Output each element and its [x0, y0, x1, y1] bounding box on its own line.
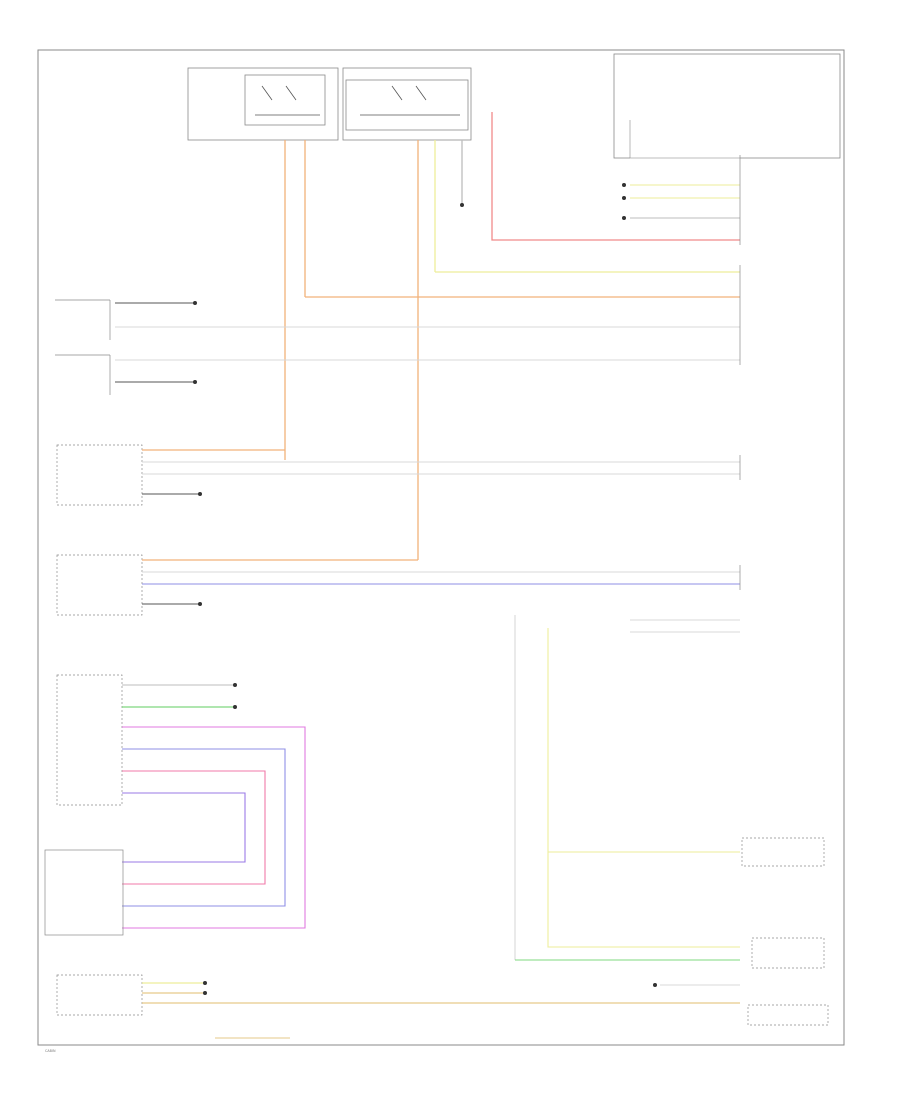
- diagram-caption: CABIN: [45, 1049, 56, 1053]
- park-lamp-wires: [115, 302, 740, 383]
- splice-dots: [193, 183, 657, 995]
- diagram-frame: [37, 49, 845, 1046]
- left-park-lamp: [55, 299, 111, 395]
- feed-wires: [284, 112, 740, 560]
- cluster-connector: [56, 974, 740, 1039]
- fuse-relay-block: [187, 53, 841, 159]
- hvac-module-connector: [56, 674, 306, 929]
- top-right-wires: [629, 120, 740, 219]
- right-switch-boxes: [741, 837, 829, 1026]
- heater-switch-wires: [514, 615, 740, 986]
- right-front-lamp-connector: [56, 554, 740, 616]
- left-front-lamp-connector: [56, 444, 740, 506]
- sensor-connector: [44, 849, 124, 936]
- relay-contacts: [255, 85, 460, 116]
